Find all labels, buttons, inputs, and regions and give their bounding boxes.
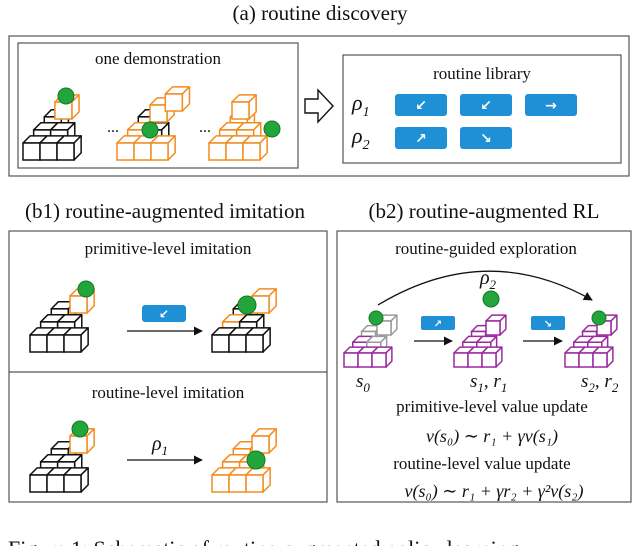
action-chip	[142, 305, 186, 322]
action-chip	[395, 127, 447, 149]
cube	[371, 346, 393, 368]
rho1-arrow-label: ρ1	[151, 433, 168, 458]
primitive-update-label: primitive-level value update	[396, 397, 588, 416]
routine-name-label: ρ2	[351, 123, 370, 153]
cube	[242, 135, 268, 161]
cube	[245, 327, 271, 353]
action-chip	[525, 94, 577, 116]
cube	[150, 135, 176, 161]
action-arrow-icon: ↙	[480, 98, 492, 114]
action-chip	[395, 94, 447, 116]
b1-content: ↙	[29, 280, 277, 493]
cube	[481, 346, 503, 368]
panel-a-frame	[8, 35, 630, 177]
figure-caption: Figure 1: Schematic of routine-augmented…	[8, 536, 519, 546]
cube	[231, 94, 257, 120]
agent-ball-icon	[246, 450, 266, 470]
hollow-arrow-icon	[304, 88, 334, 124]
cube	[63, 327, 89, 353]
title-b1: (b1) routine-augmented imitation	[25, 199, 305, 223]
agent-ball-icon	[237, 295, 257, 315]
agent-ball-icon	[141, 121, 159, 139]
action-arrow-icon: ↗	[434, 319, 442, 330]
action-chip	[460, 94, 512, 116]
agent-ball-icon	[71, 420, 89, 438]
action-chip	[531, 316, 565, 330]
action-chip	[421, 316, 455, 330]
ellipsis-1: ...	[107, 119, 119, 136]
cube	[592, 346, 614, 368]
demo-label: one demonstration	[95, 49, 222, 68]
action-arrow-icon: ↗	[415, 131, 427, 147]
state-label: s1, r1	[470, 371, 507, 395]
routine-library-box	[342, 54, 622, 164]
agent-ball-icon	[57, 87, 75, 105]
action-arrow-icon: →	[545, 98, 557, 114]
routine-formula: v(s₀) ∼ r₁ + γr₂ + γ²v(s₂)	[405, 481, 584, 502]
cube	[164, 86, 191, 112]
action-chip	[460, 127, 512, 149]
cube	[63, 467, 89, 493]
action-arrow-icon: ↘	[544, 319, 552, 330]
routine-library-label: routine library	[433, 64, 531, 83]
block-pyramid	[29, 300, 89, 353]
ellipsis-2: ...	[199, 119, 211, 136]
agent-ball-icon	[263, 120, 281, 138]
agent-ball-icon	[368, 310, 384, 326]
state-label: s0	[356, 371, 370, 395]
demo-pyramids	[22, 86, 281, 161]
block-pyramid	[343, 324, 393, 368]
panel-b2-frame	[336, 230, 632, 503]
agent-ball-icon	[482, 290, 500, 308]
cube	[596, 314, 618, 336]
routine-library: ρ1 ↙ ↙ → ρ2 ↗ ↘	[351, 90, 577, 153]
agent-ball-icon	[77, 280, 95, 298]
cube	[251, 288, 277, 314]
routine-imitation-label: routine-level imitation	[92, 383, 245, 402]
block-pyramid	[208, 108, 268, 161]
action-arrow-icon: ↘	[480, 131, 492, 147]
cube	[56, 135, 82, 161]
rho2-arc-label: ρ2	[479, 267, 497, 292]
demonstration-box	[17, 42, 299, 169]
cube	[251, 428, 277, 454]
primitive-imitation-label: primitive-level imitation	[85, 239, 252, 258]
cube	[245, 467, 271, 493]
title-b2: (b2) routine-augmented RL	[369, 199, 600, 223]
panel-b1-frame	[8, 230, 328, 503]
block-pyramid	[453, 324, 503, 368]
agent-ball-icon	[591, 310, 607, 326]
rho2-arc-arrow	[377, 270, 593, 306]
state-label: s2, r2	[581, 371, 619, 395]
b2-content: ↗ ↘ s0 s1, r1 s2, r2	[343, 290, 619, 395]
cube	[485, 314, 507, 336]
title-a: (a) routine discovery	[233, 1, 408, 25]
exploration-label: routine-guided exploration	[395, 239, 577, 258]
action-arrow-icon: ↙	[159, 307, 169, 321]
routine-name-label: ρ1	[351, 90, 370, 120]
action-arrow-icon: ↙	[415, 98, 427, 114]
routine-update-label: routine-level value update	[393, 454, 570, 473]
primitive-formula: v(s₀) ∼ r₁ + γv(s₁)	[426, 426, 558, 447]
